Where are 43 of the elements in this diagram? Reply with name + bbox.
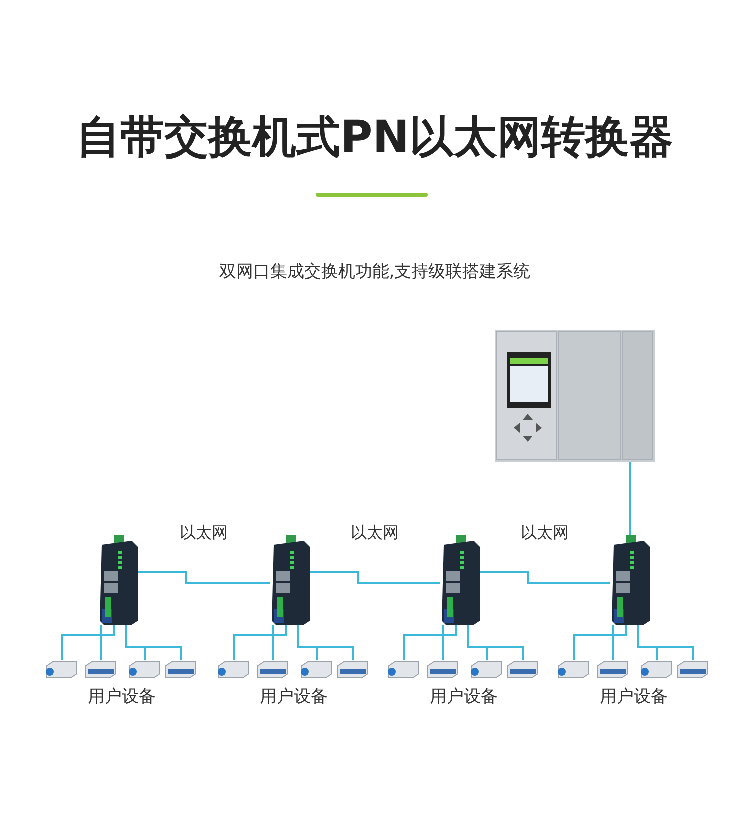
connector-line <box>629 462 631 535</box>
group-label: 用户设备 <box>88 686 156 708</box>
device-drawing <box>506 660 540 680</box>
device-drawing <box>426 660 460 680</box>
device-drawing <box>557 660 591 680</box>
connector-line <box>125 625 182 660</box>
group-label: 用户设备 <box>600 686 668 708</box>
connector-line <box>637 625 694 660</box>
connector-line <box>138 571 270 584</box>
device-drawing <box>256 660 290 680</box>
connector-line <box>612 625 614 660</box>
group-label: 用户设备 <box>260 686 328 708</box>
connector-line <box>403 625 457 660</box>
subtitle: 双网口集成交换机功能,支持级联搭建系统 <box>219 261 531 283</box>
device-drawing <box>128 660 162 680</box>
converter-drawing <box>98 535 138 625</box>
device-drawing <box>84 660 118 680</box>
connector-line <box>297 625 354 660</box>
device-drawing <box>640 660 674 680</box>
group-label: 用户设备 <box>430 686 498 708</box>
connector-line <box>61 625 115 660</box>
device-drawing <box>336 660 370 680</box>
connector-line <box>100 625 102 660</box>
connector-line <box>480 571 610 584</box>
device-drawing <box>300 660 334 680</box>
connector-line <box>467 625 524 660</box>
connector-line <box>233 625 287 660</box>
connector-line <box>310 571 440 584</box>
converter-drawing <box>440 535 480 625</box>
device-drawing <box>164 660 198 680</box>
connector-line <box>442 625 444 660</box>
device-drawing <box>596 660 630 680</box>
converter-drawing <box>610 535 650 625</box>
title: 自带交换机式PN以太网转换器 <box>76 111 674 165</box>
device-drawing <box>217 660 251 680</box>
connector-line <box>272 625 274 660</box>
connector-line <box>573 625 627 660</box>
converter-drawing <box>270 535 310 625</box>
device-drawing <box>470 660 504 680</box>
device-drawing <box>387 660 421 680</box>
plc-drawing <box>495 330 655 462</box>
device-drawing <box>45 660 79 680</box>
device-drawing <box>676 660 710 680</box>
